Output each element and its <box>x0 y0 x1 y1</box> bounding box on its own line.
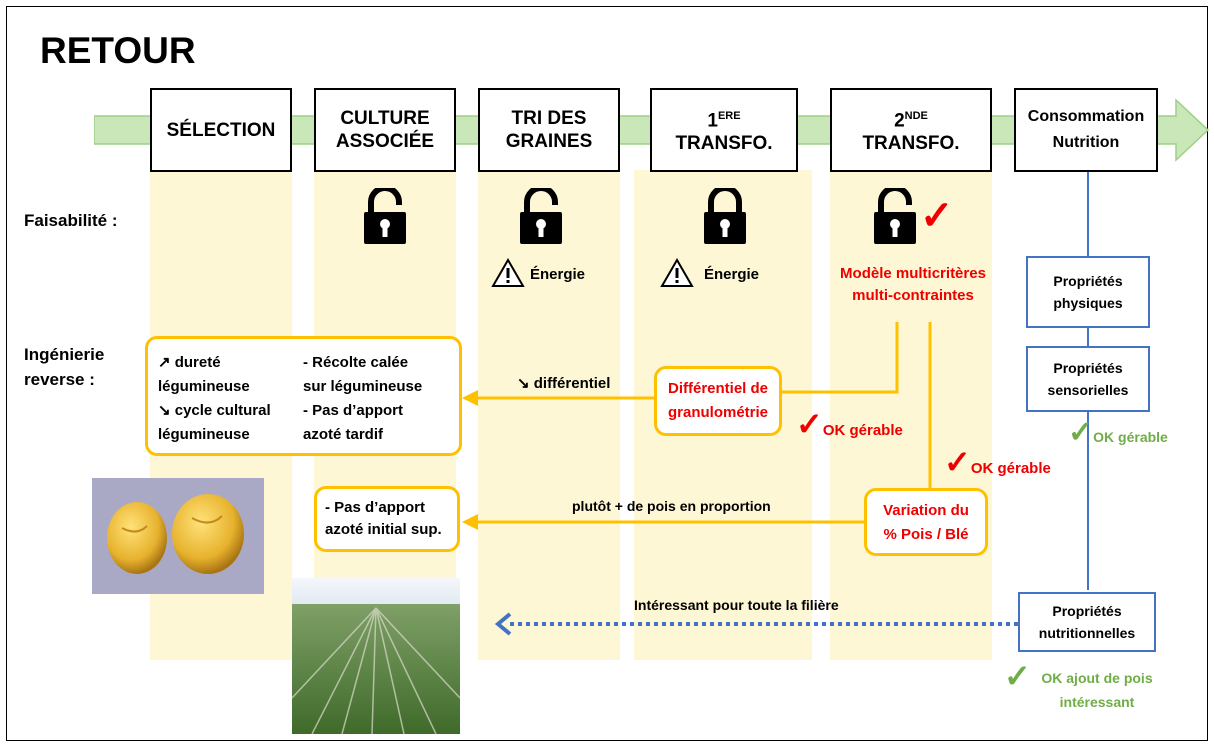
stage-culture-associee: CULTURE ASSOCIÉE <box>314 88 456 172</box>
ok-gerable-note: ✓OK gérable <box>796 406 903 442</box>
warning-label-energie: Énergie <box>704 266 760 283</box>
variation-pois-ble-box: Variation du % Pois / Blé <box>864 488 988 556</box>
stage-tri-des-graines: TRI DES GRAINES <box>478 88 620 172</box>
proportion-label: plutôt + de pois en proportion <box>572 498 771 514</box>
unlocked-padlock-icon <box>874 188 916 244</box>
pea-seeds-photo <box>92 478 264 594</box>
ok-ajout-text: OK ajout de pois intéressant <box>1041 670 1153 710</box>
column-bg-tri <box>478 170 620 660</box>
stage-number: 1 <box>707 110 718 132</box>
ok-gerable-note: ✓OK gérable <box>1068 416 1168 449</box>
reverse-box-right-text: - Récolte calée sur légumineuse - Pas d’… <box>303 354 423 443</box>
stage-label: SÉLECTION <box>166 119 276 141</box>
page-title: RETOUR <box>40 30 196 71</box>
column-bg-transfo2 <box>830 170 992 660</box>
row-label-faisabilite: Faisabilité : <box>24 211 118 230</box>
check-icon: ✓ <box>920 194 954 238</box>
warning-icon <box>660 258 694 287</box>
proprietes-sensorielles-box: Propriétés sensorielles <box>1026 346 1150 412</box>
check-icon: ✓ <box>1068 416 1094 449</box>
check-icon: ✓ <box>1004 658 1031 694</box>
stage-superscript: ERE <box>717 109 741 122</box>
model-multicriteres-text: Modèle multicritères multi-contraintes <box>840 265 986 304</box>
granulometrie-box: Différentiel de granulométrie <box>654 366 782 436</box>
proprietes-physiques-box: Propriétés physiques <box>1026 256 1150 328</box>
stage-label: TRI DES GRAINES <box>505 108 593 152</box>
warning-label-energie: Énergie <box>530 266 586 283</box>
stage-superscript: NDE <box>904 109 928 122</box>
stage-transfo1: 1ERE TRANSFO. <box>650 88 798 172</box>
field-photo <box>292 578 460 734</box>
check-icon: ✓ <box>796 406 823 442</box>
differentiel-label: ↘ différentiel <box>517 375 611 392</box>
unlocked-padlock-icon <box>520 188 562 244</box>
row-label-ingenierie: Ingénierie reverse : <box>24 345 105 389</box>
slide-frame <box>6 6 1208 741</box>
interessant-label: Intéressant pour toute la filière <box>634 597 839 613</box>
ok-ajout-note: ✓ <box>1004 660 1031 692</box>
stage-label: TRANSFO. <box>675 133 773 155</box>
stage-label: TRANSFO. <box>862 133 960 155</box>
unlocked-padlock-icon <box>364 188 406 244</box>
stage-label: CULTURE ASSOCIÉE <box>335 108 435 152</box>
stage-label: Consommation Nutrition <box>1027 108 1145 151</box>
ok-gerable-note: ✓OK gérable <box>944 444 1051 480</box>
stage-consommation: Consommation Nutrition <box>1014 88 1158 172</box>
proprietes-nutritionnelles-box: Propriétés nutritionnelles <box>1018 592 1156 652</box>
check-icon: ✓ <box>944 444 971 480</box>
warning-icon <box>491 258 525 287</box>
reverse-engineering-box: ↗ dureté légumineuse ↘ cycle cultural lé… <box>145 336 462 456</box>
apport-azote-box: - Pas d’apport azoté initial sup. <box>314 486 460 552</box>
stage-transfo2: 2NDE TRANSFO. <box>830 88 992 172</box>
stage-number: 2 <box>894 110 905 132</box>
stage-selection: SÉLECTION <box>150 88 292 172</box>
reverse-box-left-text: ↗ dureté légumineuse ↘ cycle cultural lé… <box>158 354 271 443</box>
locked-padlock-icon <box>704 188 746 244</box>
